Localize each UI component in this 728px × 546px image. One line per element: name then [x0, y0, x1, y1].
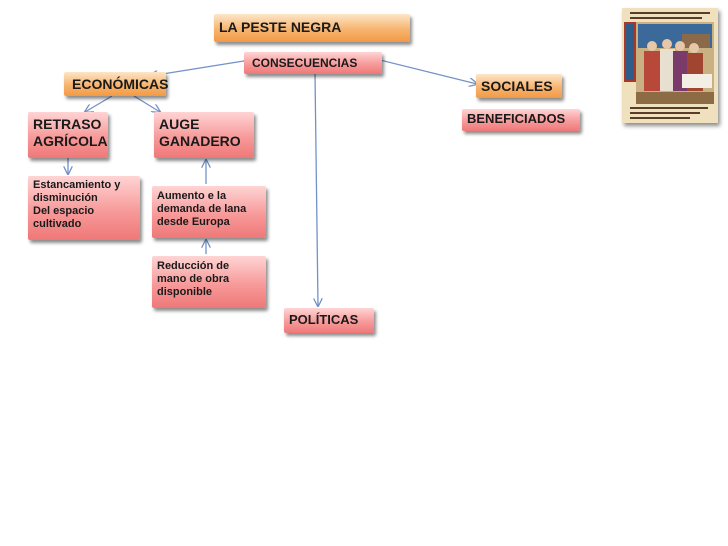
- title-node: LA PESTE NEGRA: [214, 14, 410, 42]
- manuscript-miniature-image: [622, 8, 718, 123]
- beneficiaries-node: BENEFICIADOS: [462, 109, 580, 131]
- arrow-to-politicas: [315, 73, 318, 306]
- economic-node: ECONÓMICAS: [64, 72, 168, 96]
- social-node: SOCIALES: [476, 74, 562, 98]
- arrow-to-economicas: [150, 59, 251, 76]
- labor-reduction-node: Reducción de mano de obra disponible: [152, 256, 266, 308]
- agricultural-setback-node: RETRASO AGRÍCOLA: [28, 112, 108, 158]
- consequences-node: CONSECUENCIAS: [244, 52, 382, 74]
- arrow-to-sociales: [379, 59, 477, 84]
- political-node: POLÍTICAS: [284, 308, 374, 333]
- arrow-to-retraso: [85, 95, 113, 112]
- arrow-to-auge: [133, 95, 160, 112]
- stagnation-node: Estancamiento y disminución Del espacio …: [28, 176, 140, 240]
- wool-demand-node: Aumento e la demanda de lana desde Europ…: [152, 186, 266, 238]
- livestock-boom-node: AUGE GANADERO: [154, 112, 254, 158]
